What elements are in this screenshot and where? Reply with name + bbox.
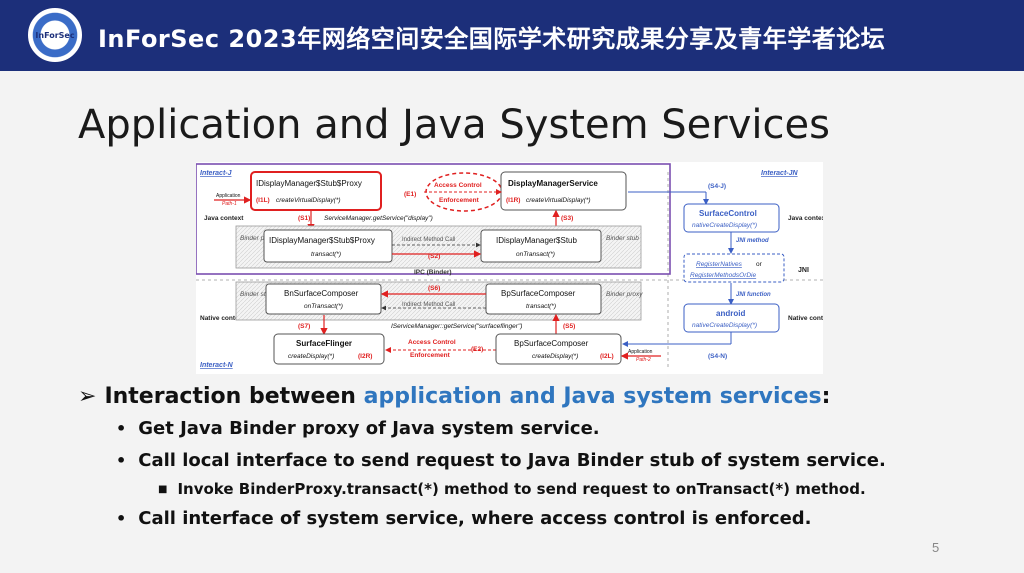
binder-stub-label: Binder stub: [606, 235, 639, 242]
bp-surface2-title: BpSurfaceComposer: [514, 339, 589, 348]
surface-flinger-box: [273, 333, 385, 365]
heading-suffix: :: [821, 383, 831, 409]
register-natives: RegisterNatives: [696, 261, 743, 268]
interact-jn-label: Interact-JN: [761, 170, 799, 177]
s4j-label: (S4-J): [708, 183, 726, 190]
bn-surface-box: [265, 283, 382, 315]
dot-bullet-icon: •: [116, 418, 127, 438]
s3-label: (S3): [561, 215, 573, 222]
bn-on-transact: onTransact(*): [304, 303, 343, 310]
bullet-text: Call local interface to send request to …: [138, 449, 886, 471]
s4n-label: (S4-N): [708, 353, 727, 360]
binder-stub-native: Binder stub: [240, 291, 273, 298]
binder-proxy-native: Binder proxy: [606, 291, 643, 298]
bp-transact: transact(*): [526, 303, 556, 310]
register-or: or: [756, 261, 763, 268]
heading-highlight: application and Java system services: [363, 383, 822, 409]
s7-label: (S7): [298, 323, 310, 330]
bullet-item: • Get Java Binder proxy of Java system s…: [78, 412, 978, 444]
stub-title: IDisplayManager$Stub: [496, 236, 577, 245]
ipc-label: IPC (Binder): [414, 269, 452, 276]
proxy-box-sub: createVirtualDisplay(*): [276, 197, 341, 204]
bp-surface-box-2: [495, 333, 622, 365]
indirect-call-1: Indirect Method Call: [402, 237, 455, 243]
header-banner: InForSec InForSec 2023年网络空间安全国际学术研究成果分享及…: [0, 0, 1024, 71]
path2-label: Path-2: [636, 357, 651, 363]
inforsec-logo: InForSec: [28, 8, 82, 62]
access-control-label-1: Access Control: [434, 182, 482, 189]
surface-control-sub: nativeCreateDisplay(*): [692, 222, 757, 229]
bn-surface-title: BnSurfaceComposer: [284, 289, 359, 298]
proxy-box-title: IDisplayManager$Stub$Proxy: [256, 179, 362, 188]
proxy-i1: (I1L): [256, 197, 270, 204]
surface-control-title: SurfaceControl: [699, 209, 757, 218]
enforcement-label-1: Enforcement: [439, 197, 480, 204]
e2-label: (E2): [471, 346, 483, 353]
stub-box: [480, 229, 602, 263]
indirect-call-2: Indirect Method Call: [402, 302, 455, 308]
interact-n-label: Interact-N: [200, 362, 234, 369]
register-box: [683, 253, 785, 283]
sf-create-display: createDisplay(*): [288, 353, 334, 360]
enforcement-label-2: Enforcement: [410, 352, 451, 359]
app2-label: Application: [628, 349, 653, 355]
bp-surface-box: [485, 283, 602, 315]
java-context-right: Java context: [788, 215, 823, 222]
proxy-box: [250, 171, 382, 211]
interact-j-box: [196, 163, 671, 275]
e1-label: (E1): [404, 191, 416, 198]
slide-title: Application and Java System Services: [78, 102, 830, 148]
get-service-label: ServiceManager.getService("display"): [324, 215, 433, 222]
register-methods: RegisterMethodsOrDie: [690, 272, 756, 279]
bp-i2: (I2L): [600, 353, 614, 360]
access-control-label-2: Access Control: [408, 339, 456, 346]
java-context-left: Java context: [204, 215, 244, 222]
sub-bullet-item: ■ Invoke BinderProxy.transact(*) method …: [78, 476, 978, 502]
surface-flinger-title: SurfaceFlinger: [296, 339, 352, 348]
heading-prefix: Interaction between: [104, 383, 356, 409]
dms-sub: createVirtualDisplay(*): [526, 197, 591, 204]
s1-label: (S1): [298, 215, 310, 222]
bp-create-display: createDisplay(*): [532, 353, 578, 360]
stub-proxy-title: IDisplayManager$Stub$Proxy: [269, 236, 375, 245]
jni-function-label: JNI function: [736, 292, 771, 298]
dms-title: DisplayManagerService: [508, 179, 598, 188]
logo-text: InForSec: [35, 30, 75, 40]
transact-label: transact(*): [311, 251, 341, 258]
square-bullet-icon: ■: [158, 483, 168, 495]
dot-bullet-icon: •: [116, 508, 127, 528]
path1-label: Path-1: [222, 201, 237, 207]
bp-surface-title: BpSurfaceComposer: [501, 289, 576, 298]
jni-method-label: JNI method: [736, 238, 769, 244]
bullet-item: • Call local interface to send request t…: [78, 444, 978, 476]
on-transact-label: onTransact(*): [516, 251, 555, 258]
android-sub: nativeCreateDisplay(*): [692, 322, 757, 329]
iservice-get-label: IServiceManager::getService("surfaceflin…: [391, 323, 522, 330]
bullet-text: Call interface of system service, where …: [138, 507, 812, 529]
bullet-heading: ➢ Interaction between application and Ja…: [78, 380, 978, 412]
arrow-bullet-icon: ➢: [78, 383, 97, 409]
interact-j-label: Interact-J: [200, 170, 233, 177]
page-number: 5: [932, 540, 940, 555]
app-label: Application: [216, 193, 241, 199]
banner-title: InForSec 2023年网络空间安全国际学术研究成果分享及青年学者论坛: [98, 25, 886, 53]
s6-label: (S6): [428, 285, 440, 292]
s5-label: (S5): [563, 323, 575, 330]
bullet-item: • Call interface of system service, wher…: [78, 502, 978, 534]
jni-label: JNI: [798, 267, 809, 274]
stub-proxy-box: [263, 229, 393, 263]
bullet-list: ➢ Interaction between application and Ja…: [78, 380, 978, 534]
native-context-right: Native context: [788, 315, 823, 322]
sf-i2: (I2R): [358, 353, 372, 360]
binder-proxy-label: Binder proxy: [240, 235, 277, 242]
android-title: android: [716, 309, 745, 318]
bullet-text: Get Java Binder proxy of Java system ser…: [138, 417, 600, 439]
dot-bullet-icon: •: [116, 450, 127, 470]
architecture-diagram: Interact-J Interact-JN Interact-N Java c…: [196, 162, 823, 374]
native-context-left: Native context: [200, 315, 245, 322]
sub-bullet-text: Invoke BinderProxy.transact(*) method to…: [177, 480, 866, 498]
dms-i1: (I1R): [506, 197, 520, 204]
s2-label: (S2): [428, 253, 440, 260]
dms-box: [500, 171, 627, 211]
